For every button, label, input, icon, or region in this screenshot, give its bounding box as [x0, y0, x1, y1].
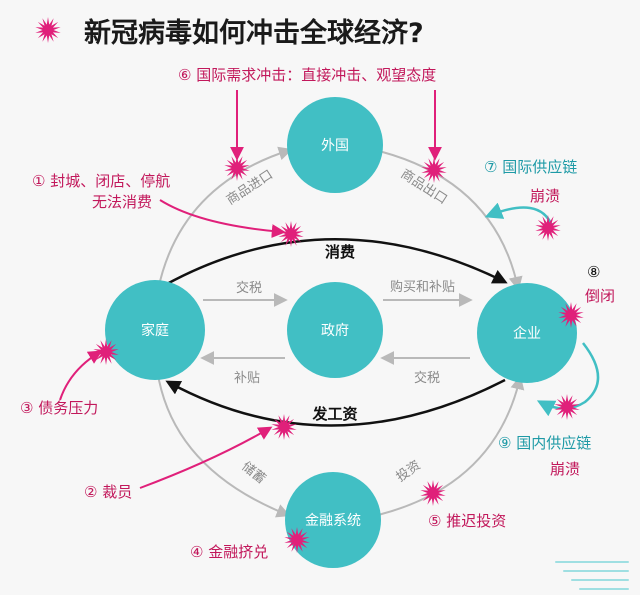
shock-5: ⑤ 推迟投资 [428, 512, 506, 530]
arrow-wages [165, 378, 506, 427]
shock-1-line2: 无法消费 [92, 193, 152, 211]
shock-burst-icon-9 [554, 394, 580, 420]
arrow-exports [374, 149, 523, 291]
title-star-icon [35, 17, 61, 43]
label-investment: 投资 [393, 457, 423, 485]
node-finance-label: 金融系统 [305, 513, 361, 529]
arrow-imports [157, 146, 293, 291]
node-finance: 金融系统 [285, 472, 381, 568]
shock-8-line2: 倒闭 [585, 287, 615, 305]
shock-burst-icon-7 [535, 215, 561, 241]
node-government-label: 政府 [321, 323, 349, 339]
node-enterprise-label: 企业 [513, 325, 541, 342]
node-household-label: 家庭 [141, 322, 169, 339]
page-title: 新冠病毒如何冲击全球经济? [84, 17, 424, 49]
shock-9-line1: ⑨ 国内供应链 [498, 434, 591, 452]
arrow-intl-supply-loop [484, 202, 554, 227]
label-imports: 商品进口 [224, 167, 276, 208]
shock-1-line1: ① 封城、闭店、停航 [32, 172, 170, 190]
shock-3: ③ 债务压力 [20, 399, 98, 417]
arrow-consumption [164, 238, 508, 287]
node-foreign-label: 外国 [321, 138, 349, 154]
shock-burst-icon-6b [421, 157, 447, 183]
shock-7-line1: ⑦ 国际供应链 [484, 158, 577, 176]
label-wages: 发工资 [311, 405, 357, 423]
label-exports: 商品出口 [398, 167, 450, 208]
shock-burst-icon-3 [93, 339, 119, 365]
node-foreign: 外国 [287, 97, 383, 193]
arrow-savings [157, 374, 291, 518]
shock-burst-icon-4 [284, 527, 310, 553]
arrow-shock-3 [59, 350, 103, 401]
label-purchase-subsidy: 购买和补贴 [390, 279, 455, 295]
arrow-shock-2 [139, 426, 273, 489]
shock-2: ② 裁员 [84, 483, 132, 501]
label-savings: 储蓄 [239, 459, 269, 487]
node-household: 家庭 [105, 280, 205, 380]
shock-burst-icon-6a [224, 155, 250, 181]
node-government: 政府 [287, 282, 383, 378]
shock-burst-icon-2 [271, 414, 297, 440]
label-tax-household: 交税 [236, 280, 262, 296]
decorative-lines [555, 561, 629, 590]
shock-burst-icon-8 [558, 302, 584, 328]
arrow-domestic-supply-loop [536, 342, 600, 417]
shock-9-line2: 崩溃 [550, 460, 580, 478]
label-subsidy-household: 补贴 [234, 371, 260, 386]
shock-6: ⑥ 国际需求冲击：直接冲击、观望态度 [178, 66, 436, 84]
node-enterprise: 企业 [477, 283, 577, 383]
shock-burst-icon-5 [420, 480, 446, 506]
shock-8-line1: ⑧ [587, 263, 600, 281]
label-consumption: 消费 [325, 243, 355, 261]
arrow-shock-1 [159, 199, 286, 239]
arrow-investment [377, 375, 525, 516]
label-tax-enterprise: 交税 [414, 370, 440, 386]
shock-7-line2: 崩溃 [530, 187, 560, 205]
shock-4: ④ 金融挤兑 [190, 543, 268, 561]
shock-burst-icon-1 [278, 221, 304, 247]
